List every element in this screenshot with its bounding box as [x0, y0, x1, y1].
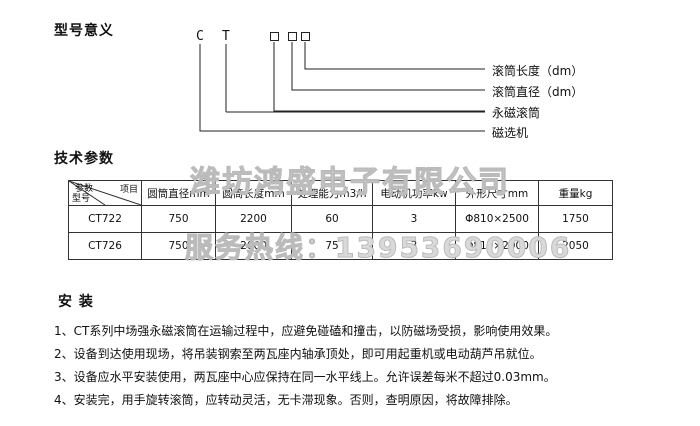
table-cell: 1750: [538, 205, 613, 233]
spec-table: 参数 项目 型号 圆筒直径mm 圆筒长度mm 处理能力m3/h 电动机功率kw …: [68, 180, 613, 260]
table-cell-model: CT726: [68, 232, 142, 260]
install-note: 2、设备到达使用现场，将吊装钢索至两瓦座内轴承顶处，即可用起重机或电动葫芦吊就位…: [54, 347, 542, 361]
corner-label-item: 项目: [119, 185, 138, 195]
callout-drum-diameter: 滚筒直径（dm）: [492, 85, 584, 99]
section-title-tech-params: 技术参数: [54, 151, 114, 167]
table-header-cell: 重量kg: [538, 180, 613, 206]
section-title-install: 安 装: [58, 294, 94, 310]
section-title-model-meaning: 型号意义: [54, 23, 114, 39]
callout-permanent-drum: 永磁滚筒: [492, 106, 541, 120]
table-header-cell: 圆筒直径mm: [141, 180, 216, 206]
callout-magnetic-separator: 磁选机: [492, 126, 529, 140]
table-corner-cell: 参数 项目 型号: [68, 180, 142, 206]
table-cell-model: CT722: [68, 205, 142, 233]
install-note: 4、安装完，用手旋转滚筒，应转动灵活，无卡滞现象。否则，查明原因，将故障排除。: [54, 393, 518, 407]
code-placeholder-box: [270, 32, 279, 41]
table-cell: 2200: [215, 205, 292, 233]
model-code-c: C: [196, 29, 204, 44]
install-note: 3、设备应水平安装使用，两瓦座中心应保持在同一水平线上。允许误差每米不超过0.0…: [54, 370, 556, 384]
table-cell: 750: [141, 205, 216, 233]
table-cell: 2600: [215, 232, 292, 260]
code-placeholder-box: [288, 32, 297, 41]
watermark-hotline: 服务热线：13953690006: [184, 231, 572, 265]
corner-diagonal-lines: [69, 181, 141, 205]
corner-label-model: 型号: [72, 194, 91, 204]
install-note: 1、CT系列中场强永磁滚筒在运输过程中，应避免碰磕和撞击，以防磁场受损，影响使用…: [54, 324, 558, 338]
table-cell: 75: [291, 232, 373, 260]
table-header-row: 参数 项目 型号 圆筒直径mm 圆筒长度mm 处理能力m3/h 电动机功率kw …: [68, 180, 613, 206]
callout-drum-length: 滚筒长度（dm）: [492, 64, 584, 78]
table-cell: 3: [372, 232, 456, 260]
table-cell: 2050: [538, 232, 613, 260]
model-code-t: T: [222, 29, 230, 44]
table-cell: 750: [141, 232, 216, 260]
table-header-cell: 外形尺寸mm: [455, 180, 539, 206]
table-header-cell: 圆筒长度mm: [215, 180, 292, 206]
code-placeholder-box: [301, 32, 310, 41]
watermark-company-name: 潍坊鸿盛电子有限公司: [190, 165, 510, 201]
table-cell: Φ810×2500: [455, 205, 539, 233]
model-code-leader-lines: [199, 42, 485, 132]
table-row: CT726 750 2600 75 3 Φ810×2900 2050: [68, 232, 613, 260]
corner-label-param: 参数: [75, 184, 94, 194]
